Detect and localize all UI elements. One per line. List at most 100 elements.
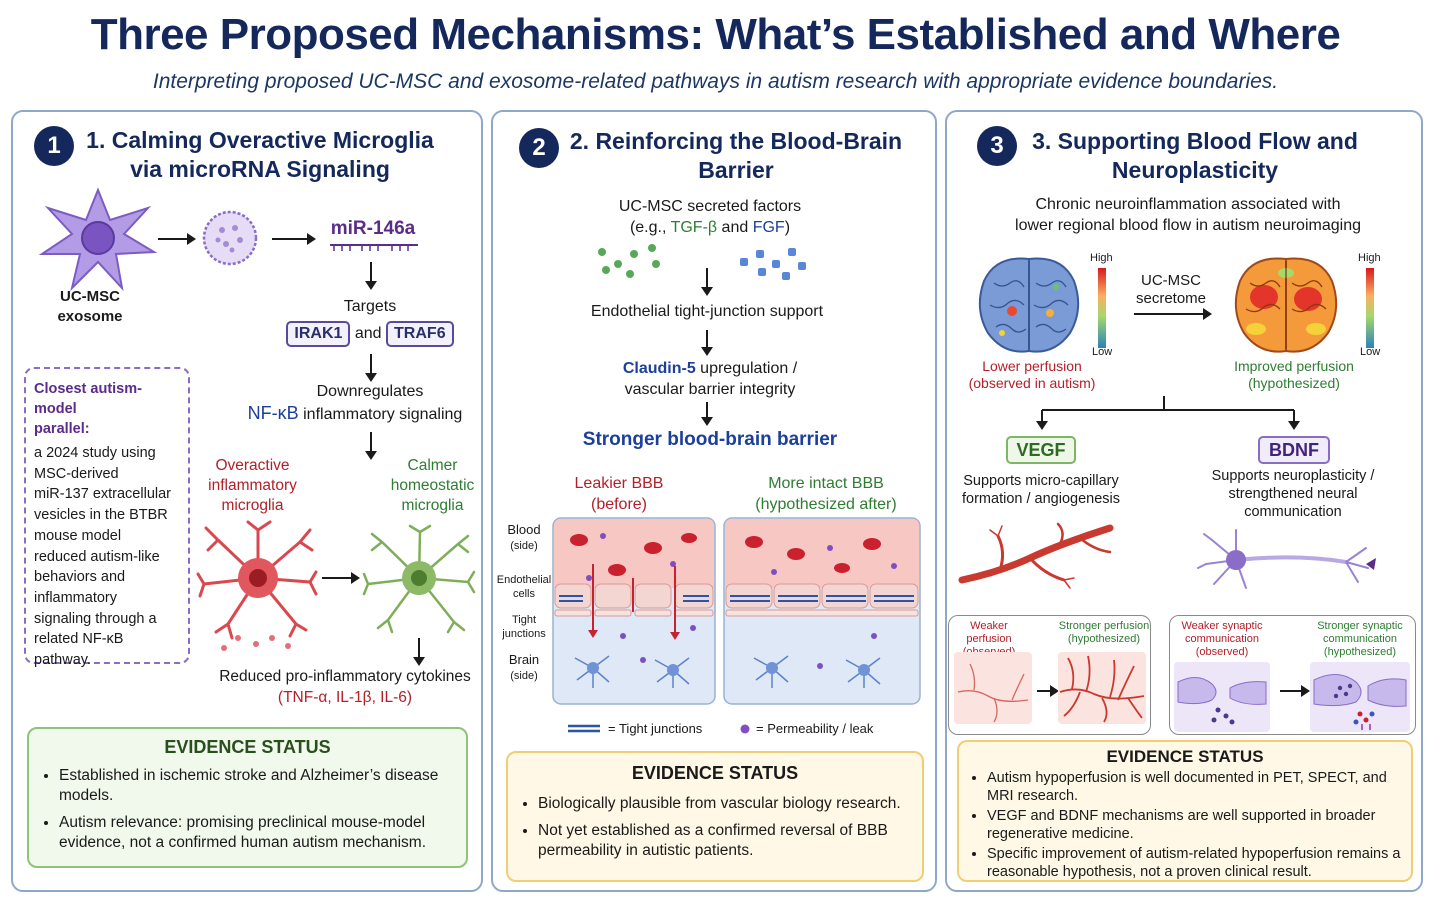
stronger-synaptic-label: Stronger synaptic communication (hypothe…: [1306, 620, 1414, 659]
upregulation-label: upregulation /: [695, 360, 798, 377]
nfkb-label: NF-κB: [247, 403, 299, 423]
secreted-factors-label: UC-MSC secreted factors (e.g., TGF-β and…: [560, 196, 860, 238]
claudin5-label: Claudin-5: [622, 360, 696, 377]
arrow-endothelial-to-claudin: [701, 330, 713, 356]
improved-perfusion-scale-high: High: [1358, 252, 1381, 264]
side-tight-line2: junctions: [502, 628, 546, 640]
weaker-perfusion-tissue-icon: [954, 652, 1032, 724]
parallel-line: mouse model: [34, 527, 122, 544]
factors-line1: UC-MSC secreted factors: [618, 198, 802, 215]
arrow-synapse-compare: [1280, 685, 1310, 697]
exosome-label-line1: UC-MSC: [60, 288, 120, 305]
overactive-microglia-label: Overactive inflammatory microglia: [195, 456, 310, 516]
and-label: and: [354, 325, 382, 342]
weaker-synaptic-label: Weaker synaptic communication (observed): [1172, 620, 1272, 659]
factors-line2: (e.g., TGF-β and FGF): [560, 217, 860, 238]
parallel-line: miR-137 extracellular: [34, 486, 171, 503]
evidence-title-1: EVIDENCE STATUS: [164, 737, 331, 757]
overactive-line3: microglia: [221, 497, 284, 514]
weaker-perf-line1: Weaker perfusion: [966, 620, 1012, 645]
bdnf-description: Supports neuroplasticity / strengthened …: [1200, 467, 1386, 521]
evidence-1-item-2: Autism relevance: promising preclinical …: [59, 813, 466, 853]
arrow-calmer-to-cytokines: [413, 638, 425, 666]
side-label-tight: Tight junctions: [498, 613, 550, 641]
claudin-label: Claudin-5 upregulation / vascular barrie…: [580, 358, 840, 400]
capillary-vessel-icon: [958, 522, 1114, 589]
calmer-line2: homeostatic: [390, 477, 475, 494]
secretome-line2: secretome: [1135, 290, 1207, 307]
side-blood-line2: (side): [510, 540, 538, 552]
mirna-strand-icon: [330, 244, 418, 251]
parallel-line: MSC-derived: [34, 465, 119, 482]
legend-tight-label: = Tight junctions: [608, 721, 703, 736]
leakier-bbb-label: Leakier BBB (before): [554, 473, 684, 515]
evidence-status-box-3: EVIDENCE STATUS Autism hypoperfusion is …: [957, 740, 1413, 882]
fgf-label: FGF: [752, 219, 785, 236]
panel-1-title-line2: via microRNA Signaling: [130, 156, 390, 182]
side-label-brain: Brain (side): [500, 652, 548, 684]
arrow-overactive-to-calmer: [322, 572, 360, 584]
parallel-title: Closest autism-model parallel:: [34, 379, 180, 439]
bdnf-desc-line1: Supports neuroplasticity /: [1211, 468, 1375, 484]
low-perfusion-scale-low: Low: [1092, 346, 1113, 358]
evidence-list-1: Established in ischemic stroke and Alzhe…: [29, 766, 466, 853]
legend-leak-label: = Permeability / leak: [756, 721, 874, 736]
leak-legend-icon: [740, 724, 750, 734]
arrow-mirna-to-targets: [365, 262, 377, 290]
lower-perfusion-line1: Lower perfusion: [982, 358, 1082, 374]
evidence-status-box-2: EVIDENCE STATUS Biologically plausible f…: [506, 751, 924, 882]
side-blood-line1: Blood: [507, 522, 541, 537]
low-perfusion-scale-high: High: [1090, 252, 1113, 264]
stronger-perf-line2: (hypothesized): [1067, 633, 1141, 645]
panel-3-title-line1: 3. Supporting Blood Flow and: [1032, 128, 1358, 154]
parallel-line: inflammatory: [34, 589, 117, 606]
parallel-line: signaling through a: [34, 610, 157, 627]
stronger-perfusion-label: Stronger perfusion (hypothesized): [1058, 620, 1150, 646]
improved-perfusion-line2: (hypothesized): [1248, 375, 1340, 391]
arrow-secretome: [1134, 308, 1212, 320]
arrow-targets-to-nfkb: [365, 354, 377, 382]
evidence-1-item-1: Established in ischemic stroke and Alzhe…: [59, 766, 466, 806]
integrity-label: vascular barrier integrity: [624, 381, 796, 398]
factors-eg: (e.g.,: [629, 219, 671, 236]
intact-line2: (hypothesized after): [755, 496, 897, 513]
evidence-3-item-2: VEGF and BDNF mechanisms are well suppor…: [987, 807, 1411, 843]
arrow-claudin-to-stronger: [701, 402, 713, 426]
exosome-cell-icon: [38, 187, 158, 292]
overactive-microglia-icon: [196, 520, 318, 651]
low-perfusion-scale-icon: [1098, 268, 1106, 348]
chronic-neuroinflammation-label: Chronic neuroinflammation associated wit…: [985, 194, 1391, 236]
bdnf-desc-line3: communication: [1244, 504, 1342, 520]
lower-perfusion-label: Lower perfusion (observed in autism): [962, 358, 1102, 392]
evidence-status-box-1: EVIDENCE STATUS Established in ischemic …: [27, 727, 468, 868]
weaker-syn-line3: (observed): [1195, 646, 1249, 658]
intact-line1: More intact BBB: [768, 475, 884, 492]
evidence-3-item-3: Specific improvement of autism-related h…: [987, 845, 1411, 881]
intact-bbb-label: More intact BBB (hypothesized after): [744, 473, 908, 515]
panel-1-number: 1: [34, 126, 74, 166]
vegf-desc-line1: Supports micro-capillary: [963, 473, 1119, 489]
intact-bbb-diagram: [723, 517, 921, 705]
secretome-label: UC-MSC secretome: [1126, 272, 1216, 308]
parallel-line: behaviors and: [34, 569, 126, 586]
parallel-line: reduced autism-like: [34, 548, 160, 565]
weaker-syn-line1: Weaker synaptic: [1181, 620, 1263, 632]
factors-close: ): [784, 219, 791, 236]
side-endo-line2: cells: [512, 588, 535, 600]
neuron-icon: [1197, 529, 1376, 589]
tgf-label: TGF-β: [670, 219, 718, 236]
factors-and: and: [717, 219, 753, 236]
panel-1-title: 1. Calming Overactive Microglia via micr…: [80, 126, 440, 184]
leakier-line1: Leakier BBB: [574, 475, 664, 492]
vegf-description: Supports micro-capillary formation / ang…: [956, 472, 1126, 508]
claudin-line1: Claudin-5 upregulation /: [580, 358, 840, 379]
weaker-syn-line2: communication: [1185, 633, 1259, 645]
arrow-nfkb-to-microglia: [365, 432, 377, 460]
side-endo-line1: Endothelial: [496, 574, 552, 586]
evidence-2-item-2: Not yet established as a confirmed rever…: [538, 821, 922, 861]
stronger-bbb-label: Stronger blood-brain barrier: [582, 429, 838, 450]
panel-3-title: 3. Supporting Blood Flow and Neuroplasti…: [1030, 127, 1360, 185]
improved-perfusion-brain-icon: [1234, 257, 1338, 353]
side-label-blood: Blood (side): [500, 522, 548, 554]
